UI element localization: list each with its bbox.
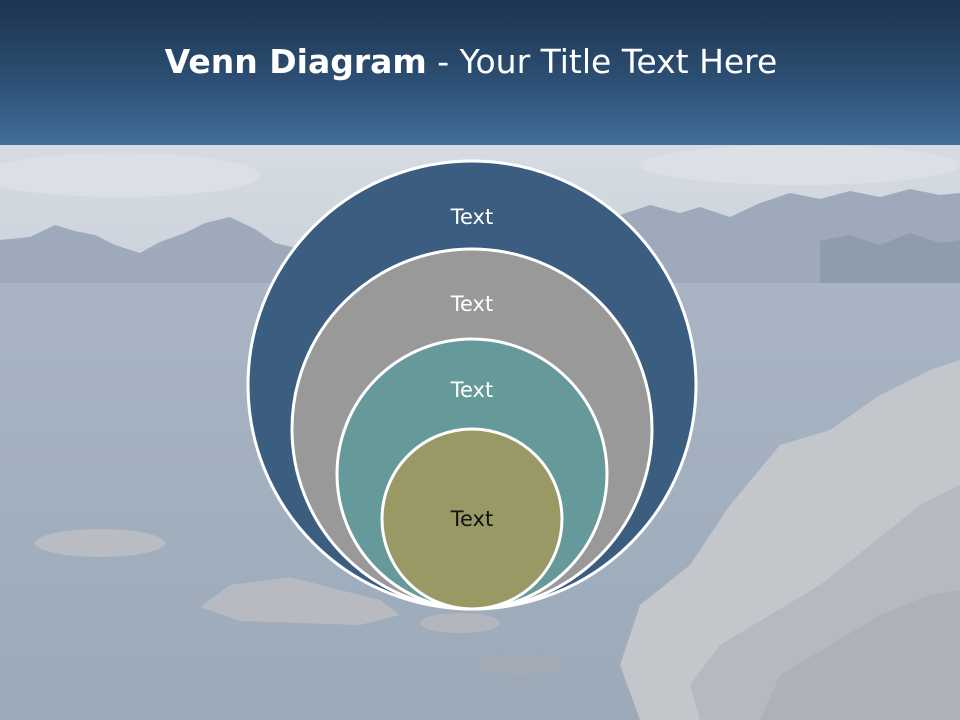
circle-1-label[interactable]: Text — [450, 205, 493, 229]
title-bar: Venn Diagram - Your Title Text Here — [0, 0, 960, 145]
circle-4[interactable] — [380, 427, 564, 611]
slide-title-bold: Venn Diagram — [164, 42, 427, 81]
circle-3-label[interactable]: Text — [450, 378, 493, 402]
slide-title-rest: - Your Title Text Here — [426, 42, 778, 81]
circle-4-label[interactable]: Text — [450, 507, 493, 531]
circle-2-label[interactable]: Text — [450, 292, 493, 316]
slide-title: Venn Diagram - Your Title Text Here — [0, 40, 942, 84]
